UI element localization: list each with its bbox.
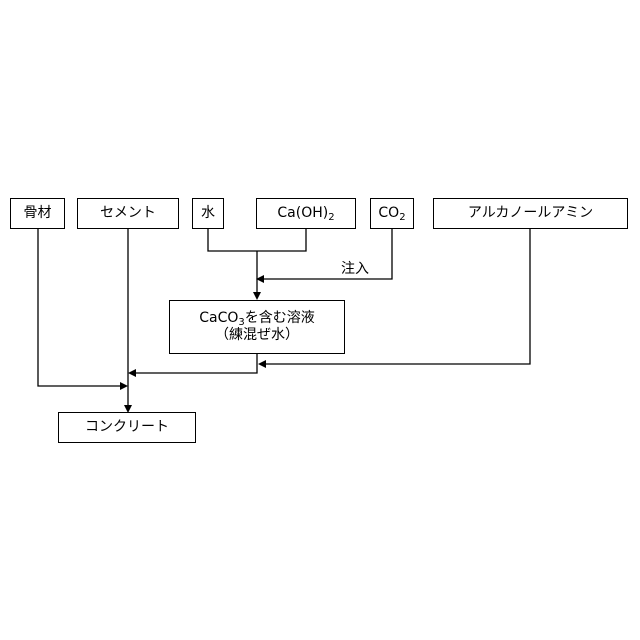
co2-subscript: 2 bbox=[399, 212, 405, 223]
node-solution-line1: CaCO3を含む溶液 bbox=[199, 310, 315, 327]
caoh2-prefix: Ca(OH) bbox=[277, 205, 328, 221]
node-water-label: 水 bbox=[201, 205, 215, 222]
node-water: 水 bbox=[192, 198, 224, 229]
node-concrete: コンクリート bbox=[58, 412, 196, 443]
co2-prefix: CO bbox=[378, 205, 399, 221]
edge-aggregate bbox=[38, 229, 120, 386]
solution-suffix: を含む溶液 bbox=[245, 310, 315, 326]
arrowhead-alkanolamine bbox=[258, 360, 266, 368]
node-caoh2-label: Ca(OH)2 bbox=[277, 205, 334, 222]
node-concrete-label: コンクリート bbox=[85, 419, 169, 436]
node-co2: CO2 bbox=[370, 198, 414, 229]
node-alkanolamine: アルカノールアミン bbox=[433, 198, 628, 229]
arrowhead-aggregate bbox=[120, 382, 128, 390]
arrowhead-solution-in bbox=[253, 292, 261, 300]
edge-water-down bbox=[208, 229, 306, 251]
node-cement-label: セメント bbox=[100, 205, 156, 222]
edge-label-injection: 注入 bbox=[341, 258, 369, 278]
node-caoh2: Ca(OH)2 bbox=[256, 198, 356, 229]
node-alkanolamine-label: アルカノールアミン bbox=[468, 205, 593, 222]
node-aggregate-label: 骨材 bbox=[24, 205, 52, 222]
edge-solution-out bbox=[136, 354, 257, 373]
node-co2-label: CO2 bbox=[378, 205, 405, 222]
node-solution: CaCO3を含む溶液 （練混ぜ水） bbox=[169, 300, 345, 354]
solution-prefix: CaCO bbox=[199, 310, 238, 326]
node-solution-line2: （練混ぜ水） bbox=[215, 327, 299, 344]
caoh2-subscript: 2 bbox=[328, 212, 334, 223]
arrowhead-solution-to-cement bbox=[128, 369, 136, 377]
node-aggregate: 骨材 bbox=[10, 198, 65, 229]
node-cement: セメント bbox=[77, 198, 179, 229]
edge-co2-injection bbox=[264, 229, 392, 279]
